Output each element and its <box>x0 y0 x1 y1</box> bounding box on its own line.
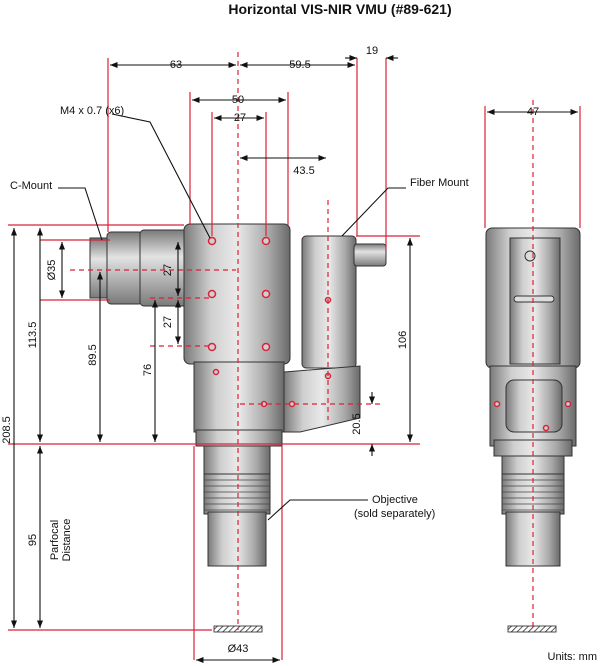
dim-cmount-35: Ø35 <box>46 260 58 281</box>
dim-43-5: 43.5 <box>293 165 314 177</box>
fiber-mount-label: Fiber Mount <box>410 177 469 189</box>
dim-objective-43: Ø43 <box>228 643 249 655</box>
dim-76: 76 <box>142 364 154 376</box>
dim-95: 95 <box>27 534 39 546</box>
screw-hole <box>207 236 217 246</box>
side-view <box>484 100 581 633</box>
side-hole <box>542 424 550 432</box>
screw-hole <box>288 400 296 408</box>
dim-208-5: 208.5 <box>1 416 13 444</box>
objective-note: (sold separately) <box>354 508 435 520</box>
diagram-title: Horizontal VIS-NIR VMU (#89-621) <box>228 1 451 17</box>
screw-hole <box>261 342 271 352</box>
dim-47: 47 <box>527 106 539 118</box>
parfocal-label-2: Distance <box>61 519 73 562</box>
fiber-elbow <box>283 365 361 433</box>
screw-hole <box>212 368 220 376</box>
dim-27-vertical-a: 27 <box>162 264 174 276</box>
side-slot <box>513 295 555 303</box>
objective-knurl <box>203 473 271 515</box>
callout-leaders <box>58 113 406 521</box>
dim-27-horizontal: 27 <box>234 112 246 124</box>
lower-housing <box>193 361 285 433</box>
dimension-labels: 63 59.5 19 50 27 43.5 47 Ø35 27 27 113.5… <box>1 45 539 655</box>
objective-barrel <box>203 445 271 477</box>
dim-19: 19 <box>366 45 378 57</box>
side-objective-tube <box>505 511 561 567</box>
dim-27-vertical-b: 27 <box>162 316 174 328</box>
c-mount-collar <box>106 231 144 305</box>
screw-hole <box>261 236 271 246</box>
front-reference-lines <box>8 52 420 660</box>
callout-labels: M4 x 0.7 (x6) C-Mount Fiber Mount Object… <box>10 105 597 663</box>
c-mount-label: C-Mount <box>10 180 52 192</box>
dim-63: 63 <box>170 59 182 71</box>
front-view <box>89 223 387 633</box>
side-hole <box>493 400 501 408</box>
dim-20-5: 20.5 <box>351 413 363 434</box>
screw-hole <box>207 342 217 352</box>
side-sample-plane <box>507 625 557 633</box>
dim-59-5: 59.5 <box>289 59 310 71</box>
side-hole <box>564 400 572 408</box>
front-dimension-arrows <box>10 54 414 664</box>
side-port <box>505 379 563 433</box>
parfocal-label-1: Parfocal <box>49 520 61 560</box>
objective-tube <box>207 511 267 567</box>
screw-hole <box>207 289 217 299</box>
units-note: Units: mm <box>548 651 598 663</box>
fiber-mount-knob <box>353 243 387 267</box>
dim-50: 50 <box>232 94 244 106</box>
dim-89-5: 89.5 <box>87 344 99 365</box>
dim-113-5: 113.5 <box>27 322 39 349</box>
objective-label: Objective <box>372 494 418 506</box>
objective-knurl-lines <box>204 479 270 511</box>
screw-hole <box>261 289 271 299</box>
m4-screws-label: M4 x 0.7 (x6) <box>60 105 124 117</box>
main-housing <box>183 223 291 365</box>
dim-106: 106 <box>397 331 409 349</box>
